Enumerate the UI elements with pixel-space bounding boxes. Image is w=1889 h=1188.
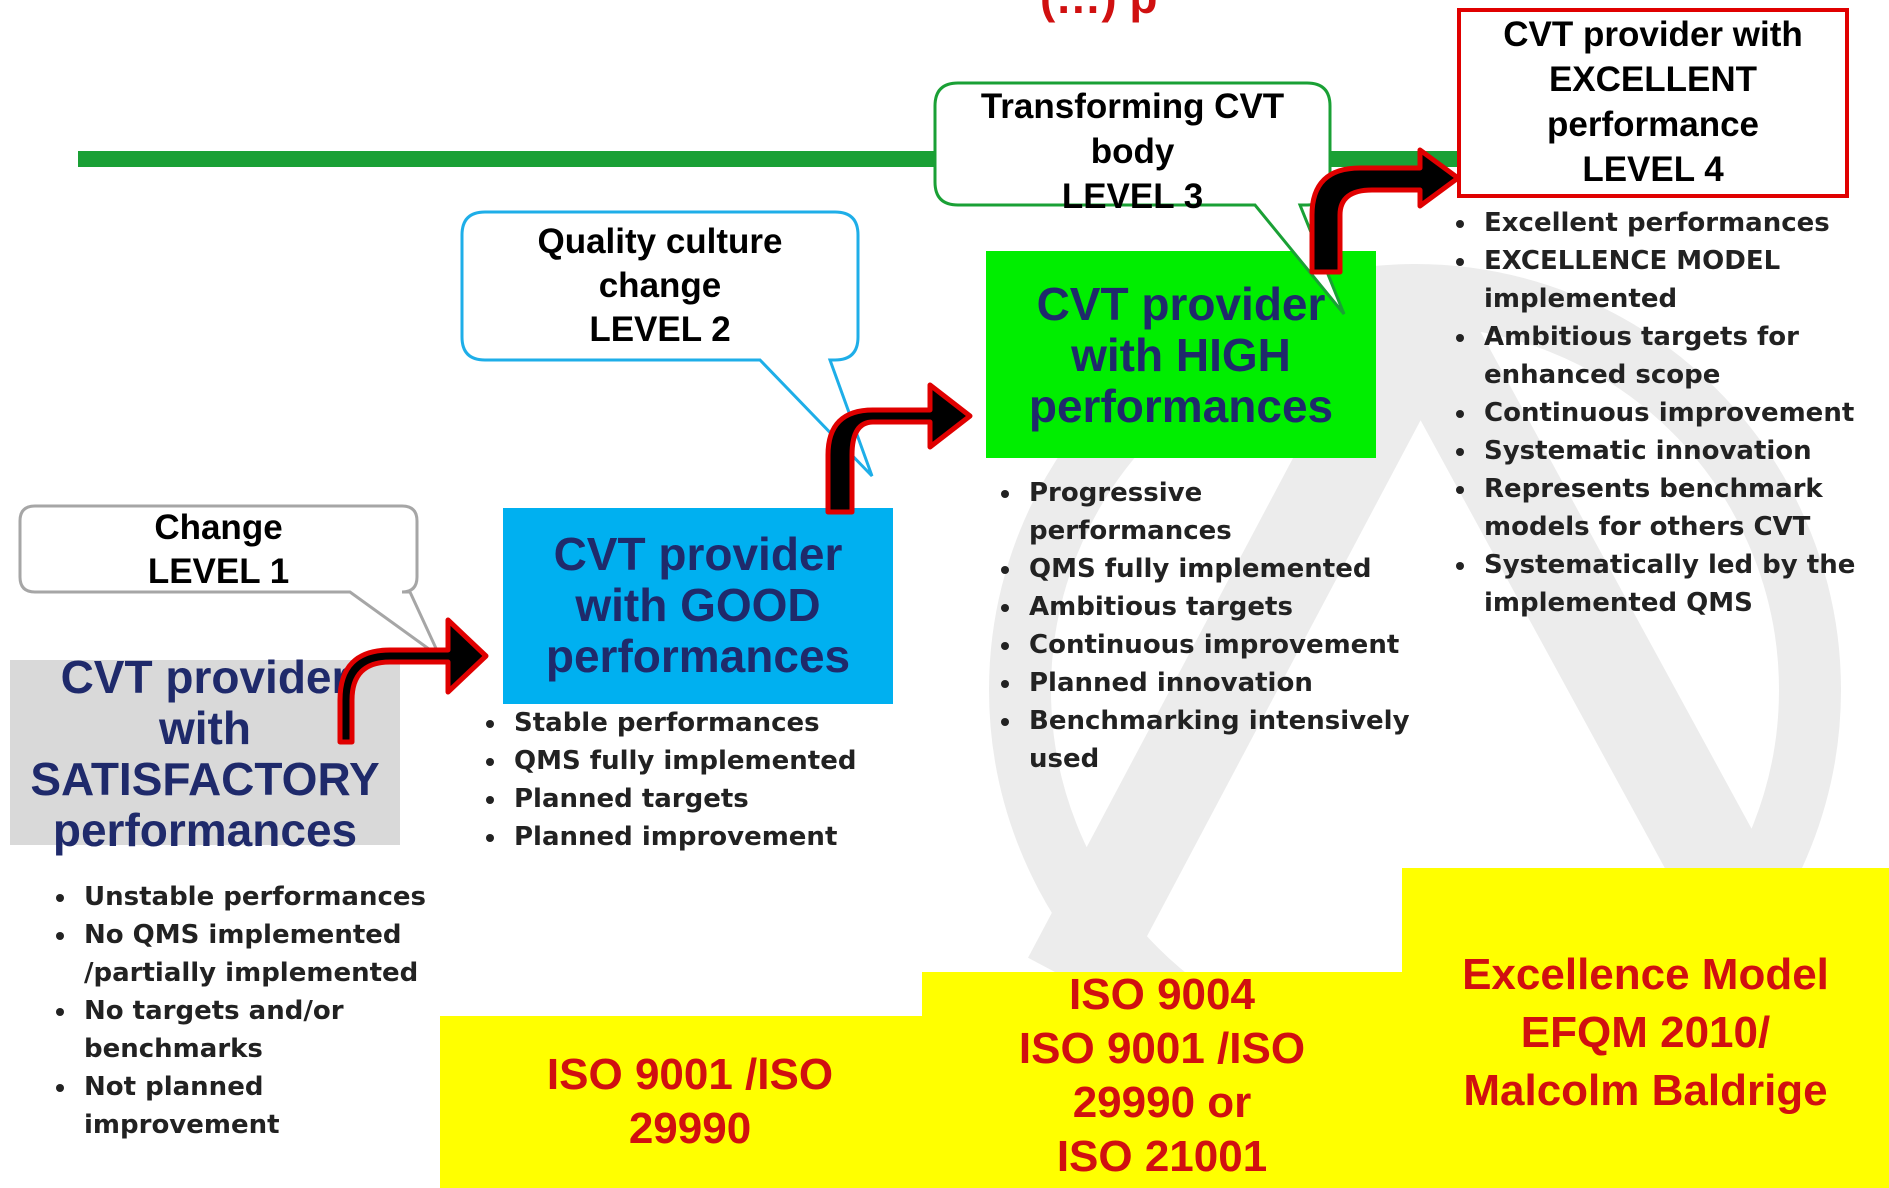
list-item: Benchmarking intensively used [1023,702,1413,778]
arrow-level3-to-level4 [1309,147,1461,275]
list-item: No targets and/or benchmarks [78,992,458,1068]
arrow-level2-to-level3 [825,382,973,515]
standard-box-level4 [1402,868,1889,1188]
list-item: Continuous improvement [1023,626,1413,664]
level1-box [10,660,400,845]
list-item: Excellent performances [1478,204,1889,242]
level2-bullet-list: Stable performances QMS fully implemente… [470,704,938,856]
list-item: No QMS implemented /partially implemente… [78,916,458,992]
list-item: Planned targets [508,780,938,818]
level3-bullet-list: Progressive performances QMS fully imple… [985,474,1413,778]
list-item: Represents benchmark models for others C… [1478,470,1889,546]
level4-bullet-list: Excellent performances EXCELLENCE MODEL … [1440,204,1889,622]
list-item: Unstable performances [78,878,458,916]
standard-text-level2: ISO 9001 /ISO 29990 [546,1050,834,1153]
level2-box [503,508,893,704]
standard-box-level2 [440,1016,940,1188]
level4-box-text: CVT provider with EXCELLENT performance … [1503,15,1803,189]
list-item: Systematically led by the implemented QM… [1478,546,1889,622]
level1-bubble-text: Change LEVEL 1 [147,508,290,591]
list-item: Progressive performances [1023,474,1413,550]
list-item: Planned innovation [1023,664,1413,702]
level3-bubble-text: Transforming CVT body LEVEL 3 [980,87,1285,216]
level3-title: CVT provider with HIGH performances [1028,278,1334,432]
list-item: Not planned improvement [78,1068,458,1144]
list-item: Systematic innovation [1478,432,1889,470]
level2-bubble-text: Quality culture change LEVEL 2 [537,222,783,349]
level2-title: CVT provider with GOOD performances [545,528,851,682]
arrow-level1-to-level2 [337,617,489,745]
list-item: Ambitious targets [1023,588,1413,626]
standard-text-level4: Excellence Model EFQM 2010/ Malcolm Bald… [1462,950,1829,1115]
level3-box [986,251,1376,458]
list-item: Ambitious targets for enhanced scope [1478,318,1889,394]
list-item: QMS fully implemented [1023,550,1413,588]
level1-bullet-list: Unstable performances No QMS implemented… [40,878,458,1144]
list-item: Planned improvement [508,818,938,856]
list-item: QMS fully implemented [508,742,938,780]
standard-text-level3: ISO 9004 ISO 9001 /ISO 29990 or ISO 2100… [1018,970,1306,1181]
level1-title: CVT provider with SATISFACTORY performan… [30,651,380,856]
header-fragment: (…) p [1040,0,1340,24]
list-item: EXCELLENCE MODEL implemented [1478,242,1889,318]
list-item: Stable performances [508,704,938,742]
standard-box-level3 [922,972,1402,1188]
level4-box [1457,8,1849,198]
list-item: Continuous improvement [1478,394,1889,432]
level1-speech-bubble [18,504,444,662]
